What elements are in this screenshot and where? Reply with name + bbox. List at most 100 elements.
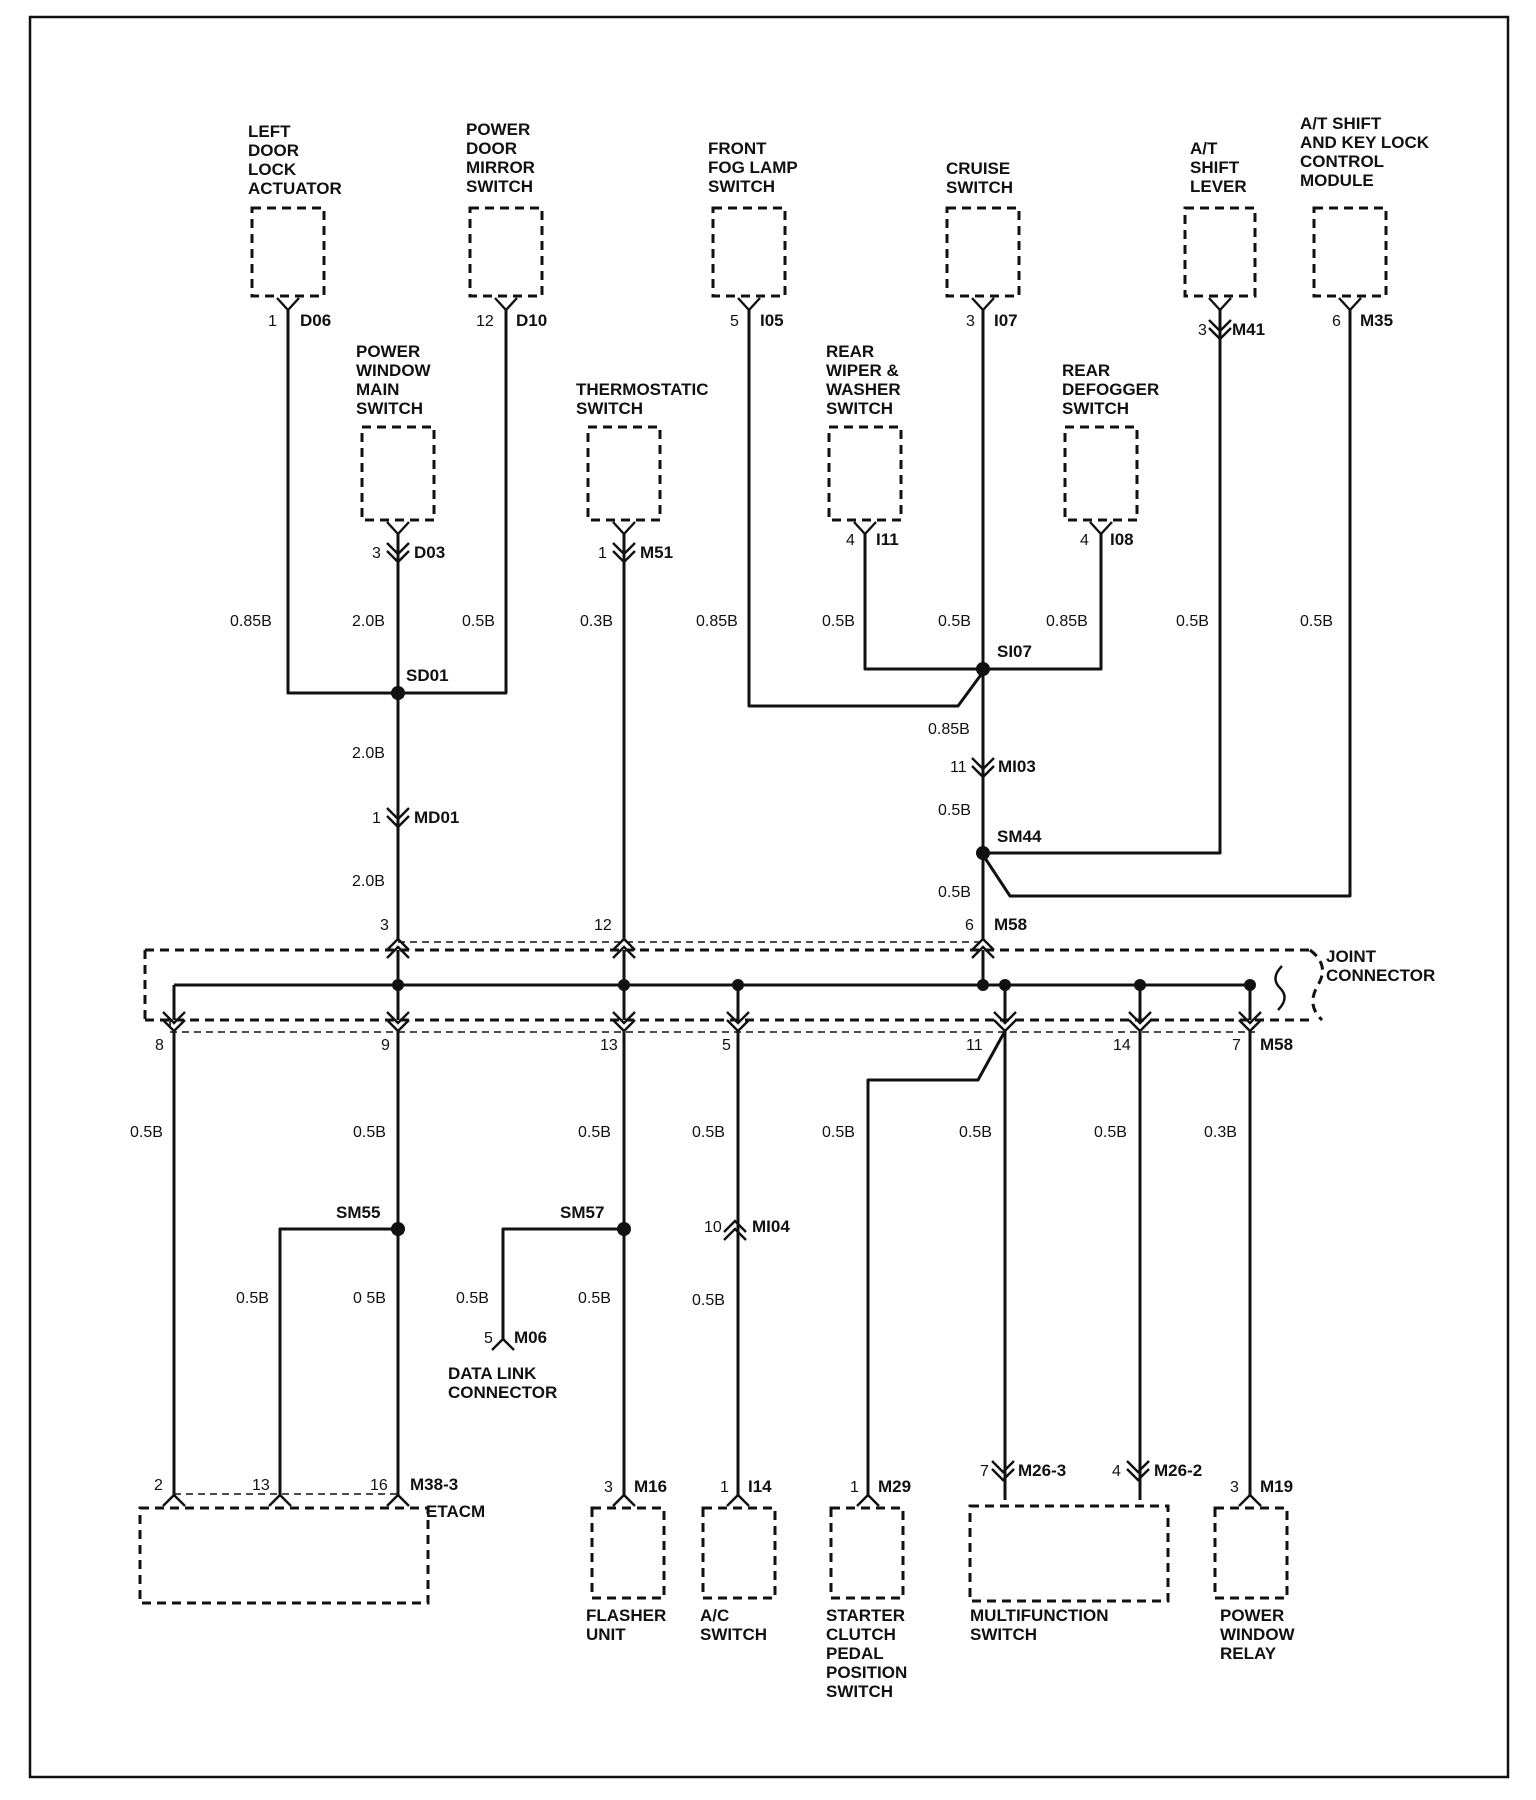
starter-clutch-switch-box bbox=[829, 1506, 905, 1600]
joint-connector-label: JOINT CONNECTOR bbox=[1326, 947, 1435, 985]
connector-md01-label: MD01 bbox=[414, 808, 459, 827]
power-window-main-switch-label: POWER WINDOW MAIN SWITCH bbox=[356, 342, 435, 418]
starter-clutch-switch-label: STARTER CLUTCH PEDAL POSITION SWITCH bbox=[826, 1606, 912, 1701]
rear-wiper-washer-switch-label: REAR WIPER & WASHER SWITCH bbox=[826, 342, 905, 418]
splice-si07-dot bbox=[976, 662, 990, 676]
pin-m58-3: 3 bbox=[380, 917, 389, 934]
pin-d10: 12 bbox=[476, 313, 494, 330]
at-shift-key-lock-module-box bbox=[1312, 206, 1388, 298]
svg-text:2.0B: 2.0B bbox=[352, 873, 385, 890]
at-shift-lever-label: A/T SHIFT LEVER bbox=[1190, 139, 1247, 196]
pin-i08: 4 bbox=[1080, 532, 1089, 549]
joint-connector-bus bbox=[172, 950, 1252, 1020]
svg-text:0.5B: 0.5B bbox=[938, 613, 971, 630]
svg-text:0.5B: 0.5B bbox=[456, 1290, 489, 1307]
ac-switch-label: A/C SWITCH bbox=[700, 1606, 767, 1644]
svg-text:0.3B: 0.3B bbox=[1204, 1124, 1237, 1141]
connector-m19-label: M19 bbox=[1260, 1477, 1293, 1496]
svg-text:0.5B: 0.5B bbox=[1176, 613, 1209, 630]
multifunction-switch-box bbox=[968, 1504, 1170, 1603]
svg-text:0.3B: 0.3B bbox=[580, 613, 613, 630]
connector-m26-2-label: M26-2 bbox=[1154, 1461, 1202, 1480]
connector-m26-3-label: M26-3 bbox=[1018, 1461, 1066, 1480]
data-link-connector-label: DATA LINK CONNECTOR bbox=[448, 1364, 557, 1402]
pin-m19: 3 bbox=[1230, 1479, 1239, 1496]
pin-m16: 3 bbox=[604, 1479, 613, 1496]
diagram-border bbox=[28, 15, 1510, 1779]
svg-text:0.5B: 0.5B bbox=[578, 1124, 611, 1141]
connector-m29-label: M29 bbox=[878, 1477, 911, 1496]
pin-d06: 1 bbox=[268, 313, 277, 330]
pin-m41: 3 bbox=[1198, 322, 1207, 339]
pin-m58-7: 7 bbox=[1232, 1037, 1241, 1054]
left-door-lock-actuator-label: LEFT DOOR LOCK ACTUATOR bbox=[248, 122, 342, 198]
pin-m29: 1 bbox=[850, 1479, 859, 1496]
etacm-box bbox=[138, 1506, 430, 1605]
pin-m35: 6 bbox=[1332, 313, 1341, 330]
splice-sm55-label: SM55 bbox=[336, 1203, 380, 1222]
pin-mi04: 10 bbox=[704, 1219, 722, 1236]
joint-connector-top-pins bbox=[386, 937, 995, 959]
splice-sm44-label: SM44 bbox=[997, 827, 1042, 846]
svg-text:0 5B: 0 5B bbox=[353, 1290, 386, 1307]
pin-m58-12: 12 bbox=[594, 917, 612, 934]
svg-text:0.5B: 0.5B bbox=[236, 1290, 269, 1307]
power-window-relay-box bbox=[1213, 1506, 1289, 1600]
svg-text:0.5B: 0.5B bbox=[692, 1292, 725, 1309]
svg-text:0.5B: 0.5B bbox=[1300, 613, 1333, 630]
pin-m58-9: 9 bbox=[381, 1037, 390, 1054]
pin-m58-11: 11 bbox=[966, 1037, 983, 1054]
pin-m38-3-2: 2 bbox=[154, 1477, 163, 1494]
svg-text:0.5B: 0.5B bbox=[692, 1124, 725, 1141]
connector-m16-label: M16 bbox=[634, 1477, 667, 1496]
svg-text:0.85B: 0.85B bbox=[230, 613, 272, 630]
svg-text:0.5B: 0.5B bbox=[130, 1124, 163, 1141]
connector-i05-label: I05 bbox=[760, 311, 784, 330]
connector-m38-3-label: M38-3 bbox=[410, 1475, 458, 1494]
cruise-switch-box bbox=[945, 206, 1021, 298]
rear-defogger-switch-box bbox=[1063, 425, 1139, 522]
svg-text:0.5B: 0.5B bbox=[1094, 1124, 1127, 1141]
svg-text:0.5B: 0.5B bbox=[938, 802, 971, 819]
front-fog-lamp-switch-box bbox=[711, 206, 787, 298]
svg-text:0.5B: 0.5B bbox=[938, 884, 971, 901]
thermostatic-switch-box bbox=[586, 425, 662, 522]
splice-sd01-dot bbox=[391, 686, 405, 700]
pin-m06: 5 bbox=[484, 1330, 493, 1347]
power-window-relay-label: POWER WINDOW RELAY bbox=[1220, 1606, 1299, 1663]
front-fog-lamp-switch-label: FRONT FOG LAMP SWITCH bbox=[708, 139, 802, 196]
multifunction-switch-label: MULTIFUNCTION SWITCH bbox=[970, 1606, 1113, 1644]
pin-m51: 1 bbox=[598, 545, 607, 562]
pin-m58-13: 13 bbox=[600, 1037, 618, 1054]
power-window-main-switch-box bbox=[360, 425, 436, 522]
svg-text:0.5B: 0.5B bbox=[462, 613, 495, 630]
at-shift-lever-box bbox=[1183, 206, 1257, 298]
pin-i11: 4 bbox=[846, 532, 855, 549]
power-door-mirror-switch-box bbox=[468, 206, 544, 298]
upper-wires bbox=[286, 310, 1352, 940]
cruise-switch-label: CRUISE SWITCH bbox=[946, 159, 1015, 197]
pin-m26-3: 7 bbox=[980, 1463, 989, 1480]
svg-text:0.5B: 0.5B bbox=[822, 613, 855, 630]
pin-mi03: 11 bbox=[950, 759, 967, 776]
connector-mi04-label: MI04 bbox=[752, 1217, 790, 1236]
splice-si07-label: SI07 bbox=[997, 642, 1032, 661]
flasher-unit-label: FLASHER UNIT bbox=[586, 1606, 671, 1644]
connector-d03-label: D03 bbox=[414, 543, 445, 562]
pin-m38-3-16: 16 bbox=[370, 1477, 388, 1494]
thermostatic-switch-label: THERMOSTATIC SWITCH bbox=[576, 380, 713, 418]
etacm-label: ETACM bbox=[426, 1502, 485, 1521]
at-shift-key-lock-module-label: A/T SHIFT AND KEY LOCK CONTROL MODULE bbox=[1300, 114, 1434, 190]
flasher-unit-box bbox=[590, 1506, 666, 1600]
ac-switch-box bbox=[701, 1506, 777, 1600]
wire-spec-labels: 0.85B 2.0B 0.5B 0.3B 0.85B 0.5B 0.5B 0.8… bbox=[130, 613, 1333, 1309]
lower-wires bbox=[172, 1030, 1252, 1500]
svg-text:0.5B: 0.5B bbox=[959, 1124, 992, 1141]
pin-i07: 3 bbox=[966, 313, 975, 330]
pin-md01: 1 bbox=[372, 810, 381, 827]
splice-sm44-dot bbox=[976, 846, 990, 860]
connector-i07-label: I07 bbox=[994, 311, 1018, 330]
connector-mi03-label: MI03 bbox=[998, 757, 1036, 776]
svg-text:0.5B: 0.5B bbox=[822, 1124, 855, 1141]
svg-text:2.0B: 2.0B bbox=[352, 745, 385, 762]
